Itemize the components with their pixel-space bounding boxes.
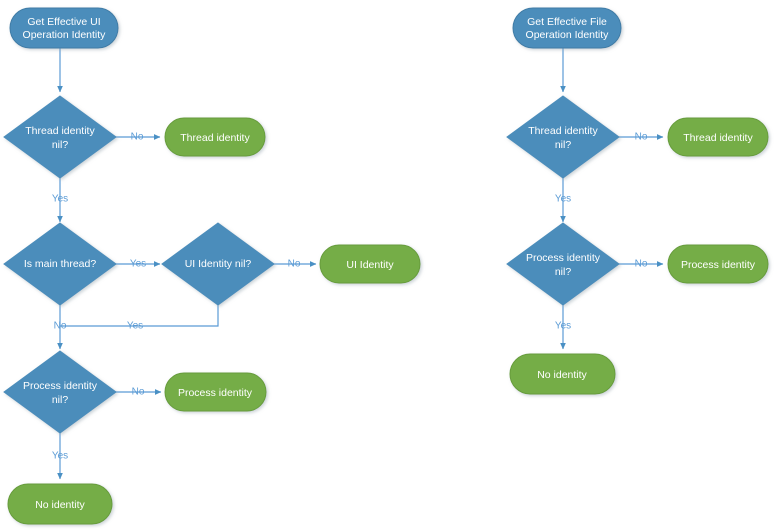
node-thread-identity-nil-left[interactable]: Thread identity nil?	[3, 95, 117, 179]
right-flow-connectors	[560, 48, 664, 350]
node-start-file-operation[interactable]: Get Effective File Operation Identity	[512, 7, 622, 49]
ui-identity-nil-shape	[161, 222, 275, 306]
ui-identity-result-shape	[319, 244, 421, 284]
node-process-identity-result-left[interactable]: Process identity	[164, 372, 267, 412]
no-identity-result-right-shape	[509, 353, 616, 395]
node-ui-identity-result[interactable]: UI Identity	[319, 244, 421, 284]
connector-uiidentity-yes	[60, 305, 219, 327]
left-flow-connectors	[57, 48, 317, 480]
node-thread-identity-result-right[interactable]: Thread identity	[667, 117, 769, 157]
node-process-identity-result-right[interactable]: Process identity	[667, 244, 769, 284]
is-main-thread-shape	[3, 222, 117, 306]
node-thread-identity-result-left[interactable]: Thread identity	[164, 117, 266, 157]
thread-nil-right-shape	[506, 95, 620, 179]
thread-identity-result-right-shape	[667, 117, 769, 157]
start-file-shape	[512, 7, 622, 49]
node-no-identity-result-left[interactable]: No identity	[7, 483, 113, 525]
node-start-ui-operation[interactable]: Get Effective UI Operation Identity	[9, 7, 119, 49]
node-ui-identity-nil[interactable]: UI Identity nil?	[161, 222, 275, 306]
no-identity-result-left-shape	[7, 483, 113, 525]
process-nil-right-shape	[506, 222, 620, 306]
node-process-identity-nil-left[interactable]: Process identity nil?	[3, 350, 117, 434]
process-nil-left-shape	[3, 350, 117, 434]
node-process-identity-nil-right[interactable]: Process identity nil?	[506, 222, 620, 306]
process-identity-result-left-shape	[164, 372, 267, 412]
node-is-main-thread[interactable]: Is main thread?	[3, 222, 117, 306]
node-thread-identity-nil-right[interactable]: Thread identity nil?	[506, 95, 620, 179]
thread-identity-result-left-shape	[164, 117, 266, 157]
start-ui-shape	[9, 7, 119, 49]
thread-nil-left-shape	[3, 95, 117, 179]
process-identity-result-right-shape	[667, 244, 769, 284]
node-no-identity-result-right[interactable]: No identity	[509, 353, 616, 395]
